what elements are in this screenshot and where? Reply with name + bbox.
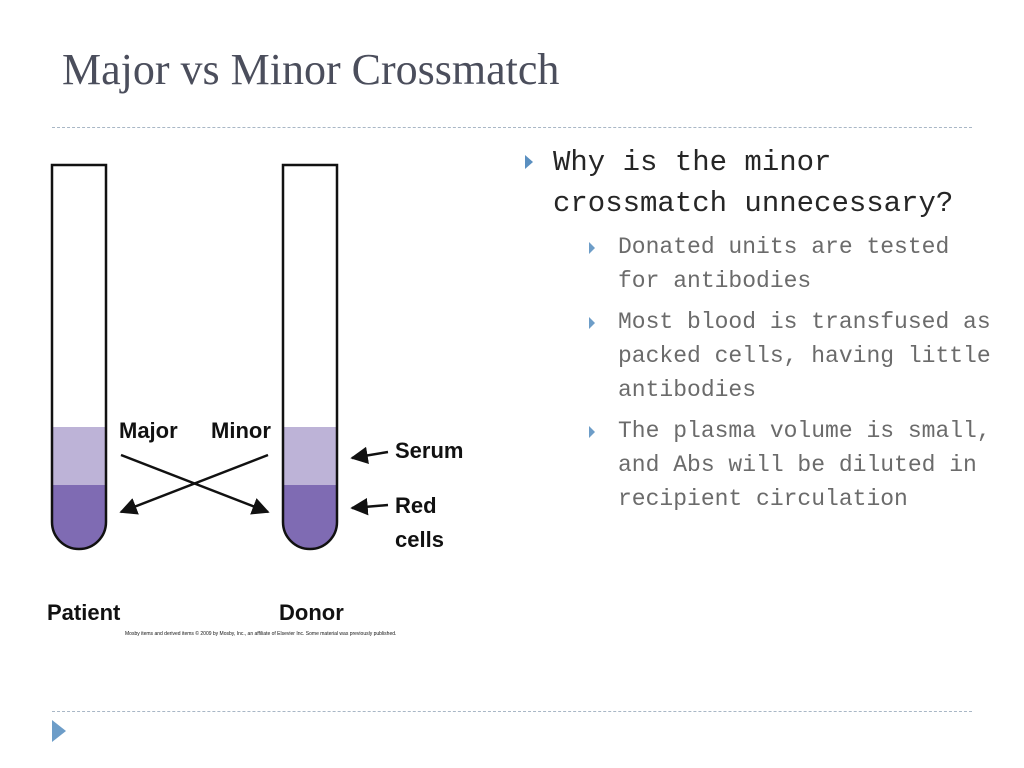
answer-text: Most blood is transfused as packed cells… xyxy=(618,309,991,403)
donor-tube-outline xyxy=(281,163,339,551)
triangle-bullet-icon xyxy=(525,155,533,169)
serum-pointer-arrow xyxy=(350,446,389,465)
red-cells-label-line2: cells xyxy=(395,527,444,552)
patient-serum-layer xyxy=(52,427,106,485)
donor-tube xyxy=(281,163,339,551)
minor-arrow xyxy=(120,453,270,515)
question-text: Why is the minor crossmatch unnecessary? xyxy=(553,146,954,220)
serum-label: Serum xyxy=(395,438,463,463)
slide-title: Major vs Minor Crossmatch xyxy=(62,45,560,94)
patient-tube xyxy=(50,163,108,551)
bullet-list: Why is the minor crossmatch unnecessary?… xyxy=(520,142,1000,523)
triangle-bullet-icon xyxy=(589,426,595,438)
triangle-bullet-icon xyxy=(589,242,595,254)
answer-text: The plasma volume is small, and Abs will… xyxy=(618,418,991,512)
title-divider xyxy=(52,127,972,128)
donor-red-cell-layer xyxy=(283,485,337,549)
donor-label: Donor xyxy=(279,600,344,625)
patient-label: Patient xyxy=(47,600,121,625)
patient-red-cell-layer xyxy=(52,485,106,549)
footer-divider xyxy=(52,711,972,712)
answer-text: Donated units are tested for antibodies xyxy=(618,234,950,294)
image-credit: Mosby items and derived items © 2009 by … xyxy=(125,630,396,637)
question-bullet: Why is the minor crossmatch unnecessary?… xyxy=(520,142,1000,516)
answer-list: Donated units are tested for antibodies … xyxy=(553,230,1000,516)
donor-serum-layer xyxy=(283,427,337,485)
red-cells-pointer-arrow xyxy=(350,497,389,516)
red-cells-label-line1: Red xyxy=(395,493,437,518)
minor-label: Minor xyxy=(211,418,271,443)
answer-bullet: Most blood is transfused as packed cells… xyxy=(553,305,1000,407)
answer-bullet: Donated units are tested for antibodies xyxy=(553,230,1000,298)
patient-tube-outline xyxy=(50,163,108,551)
next-slide-arrow-icon[interactable] xyxy=(52,720,66,742)
triangle-bullet-icon xyxy=(589,317,595,329)
answer-bullet: The plasma volume is small, and Abs will… xyxy=(553,414,1000,516)
major-label: Major xyxy=(119,418,178,443)
